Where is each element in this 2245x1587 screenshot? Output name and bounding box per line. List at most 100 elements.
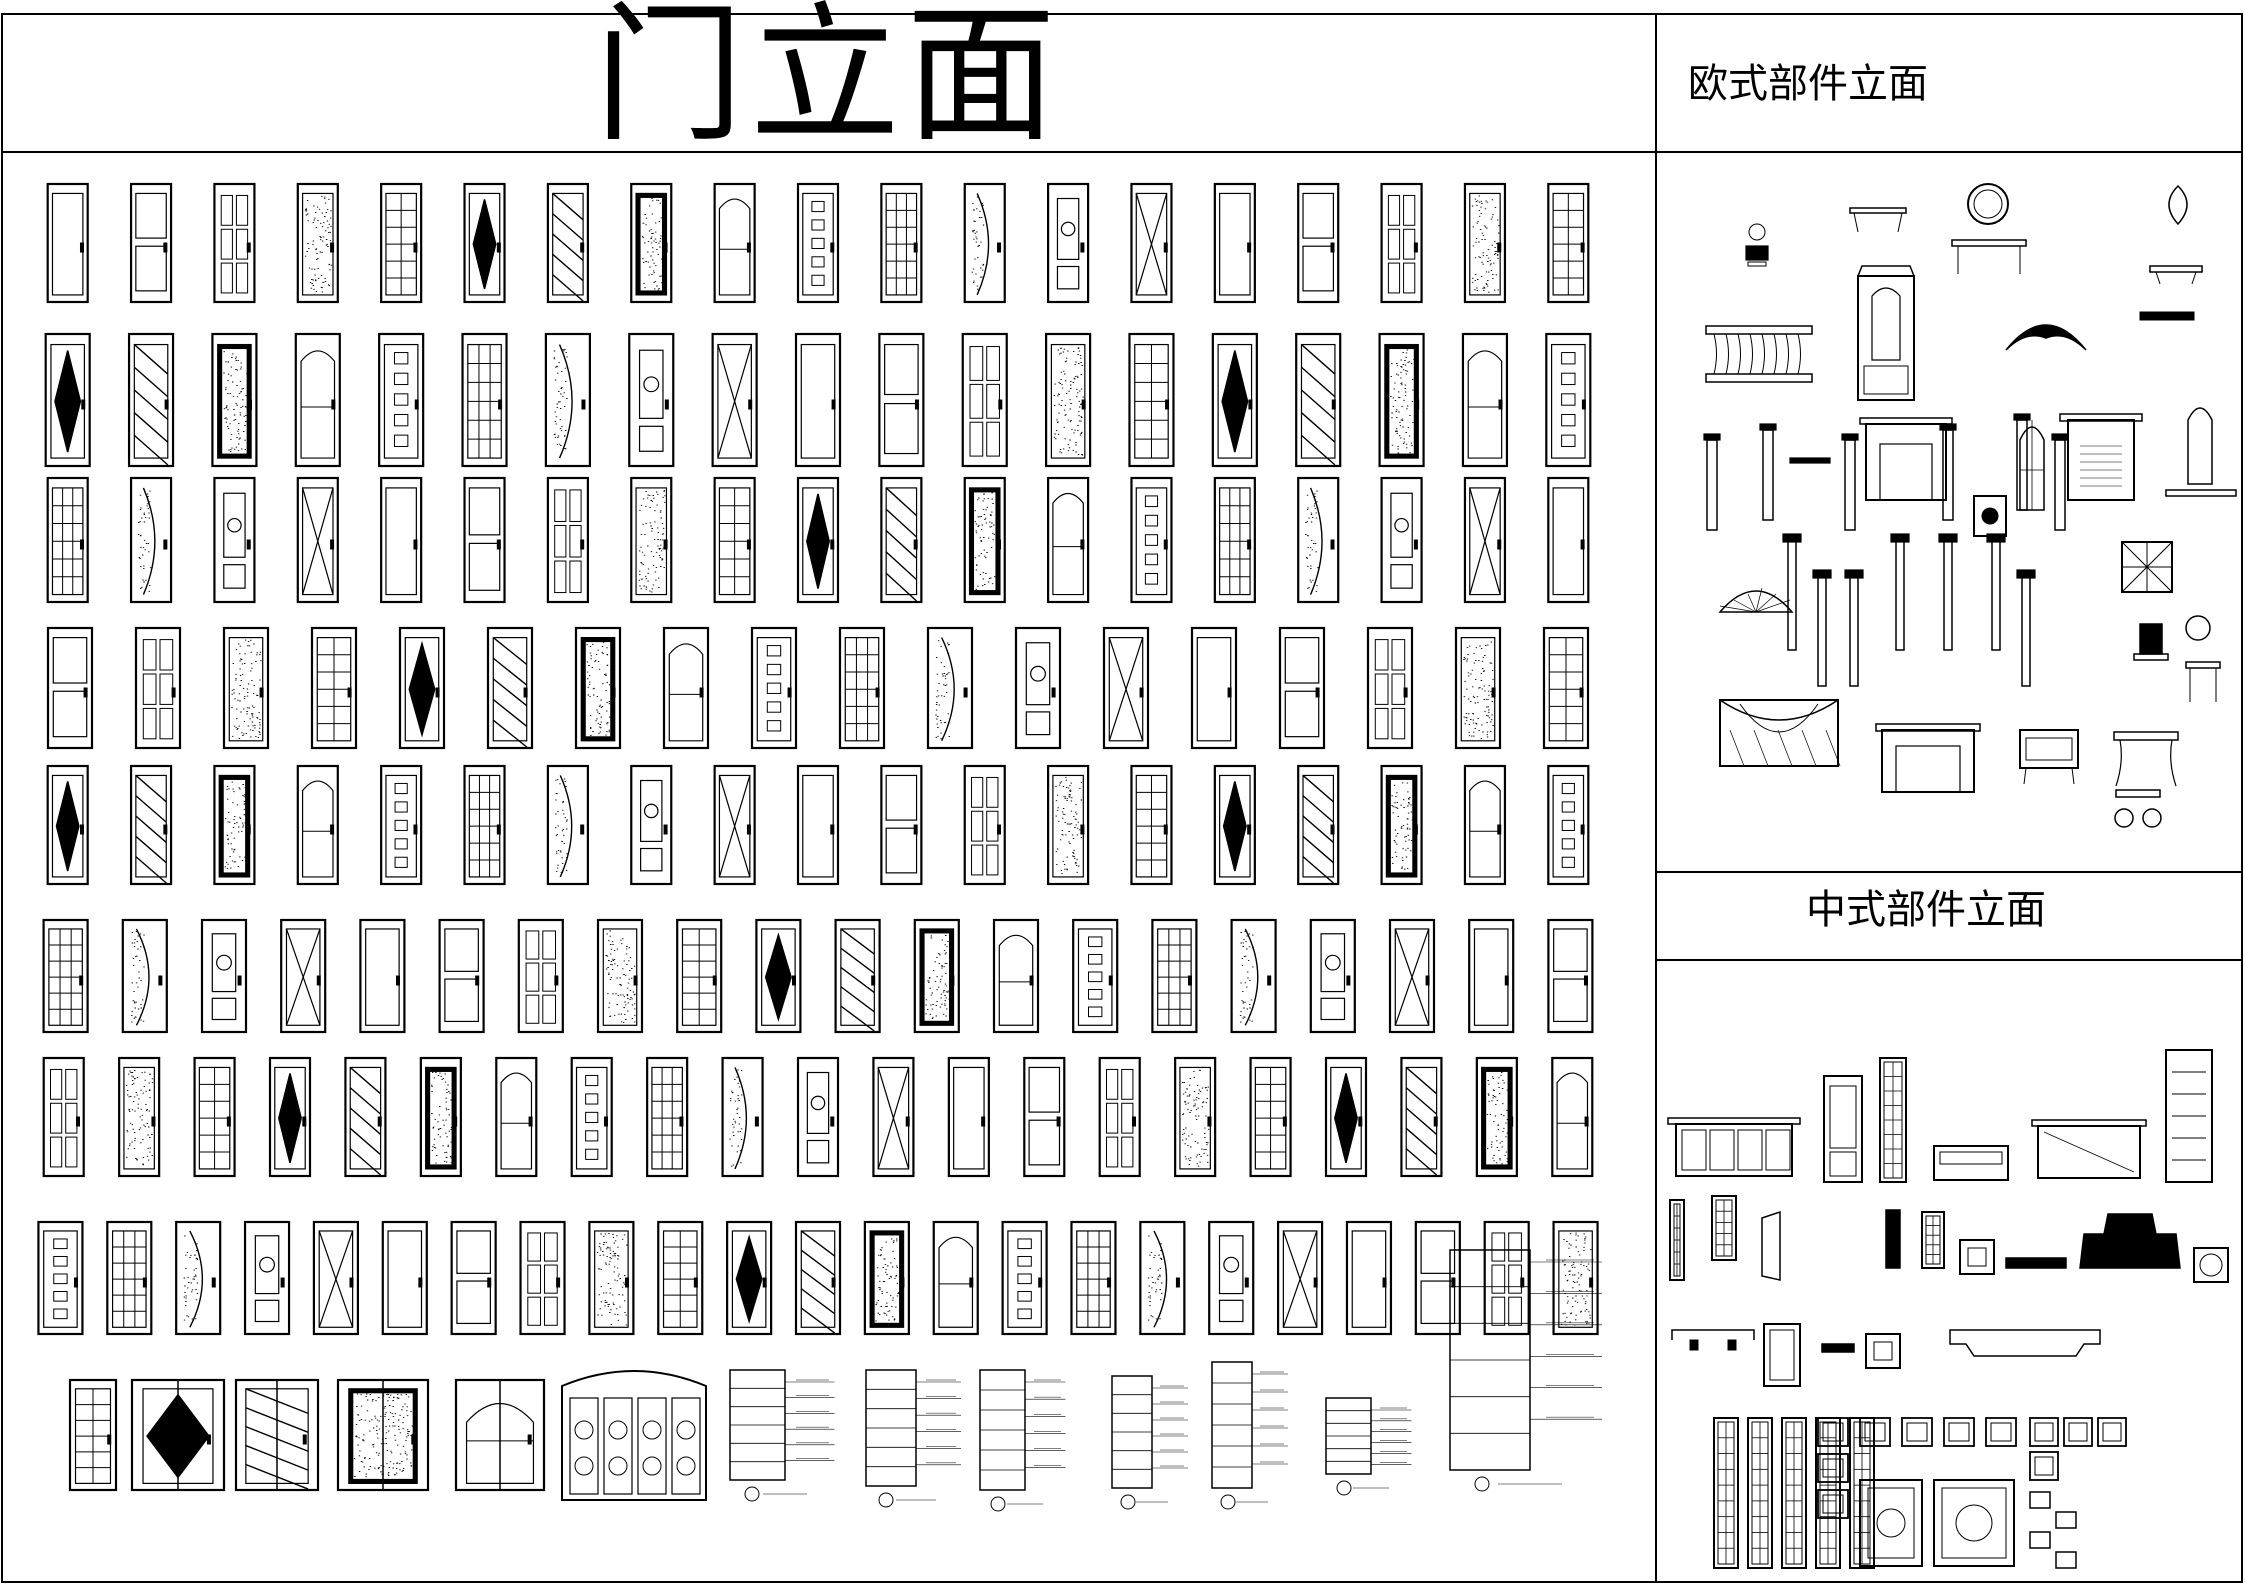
main-title: 门立面 [593, 0, 1062, 163]
door-elevation [570, 1056, 613, 1178]
door-elevation [872, 1056, 915, 1178]
door-elevation [1547, 182, 1590, 304]
door-elevation [129, 182, 173, 304]
door-elevation [1128, 332, 1175, 468]
door-elevation [662, 626, 710, 750]
door-elevation [1454, 626, 1502, 750]
door-elevation [222, 626, 270, 750]
door-elevation [118, 1056, 161, 1178]
door-elevation [1072, 918, 1119, 1034]
door-elevation [211, 332, 258, 468]
door-elevation [37, 1220, 84, 1336]
door-elevation [913, 918, 960, 1034]
door-elevation [213, 476, 256, 604]
door-elevation [1552, 1220, 1599, 1336]
door-elevation [863, 1220, 910, 1336]
door-elevation [1309, 918, 1356, 1034]
door-elevation [1297, 476, 1340, 604]
door-elevation [1297, 764, 1340, 886]
door-elevation [1047, 182, 1090, 304]
door-elevation [1463, 182, 1507, 304]
door-elevation [243, 1220, 291, 1336]
door-elevation [1047, 476, 1090, 604]
door-elevation [380, 476, 423, 604]
door-elevation [450, 1220, 497, 1336]
door-elevation [1213, 476, 1256, 604]
door-elevation [1400, 1056, 1443, 1178]
door-elevation [630, 764, 673, 886]
door-elevation [1547, 476, 1590, 604]
door-elevation [1130, 764, 1173, 886]
section-detail [729, 1369, 835, 1502]
door-elevation [574, 626, 622, 750]
door-elevation [834, 918, 881, 1034]
door-elevation [1461, 332, 1509, 468]
door-elevation [1139, 1220, 1186, 1336]
door-elevation [1380, 764, 1423, 886]
door-elevation [932, 1220, 979, 1336]
door-elevation [796, 476, 840, 604]
door-elevation [1378, 332, 1425, 468]
door-elevation [1098, 1056, 1141, 1178]
door-elevation [646, 1056, 689, 1178]
door-elevation [838, 626, 886, 750]
european-components-panel [1703, 183, 2237, 828]
door-elevation-grid [37, 182, 1599, 1501]
door-elevation [419, 1056, 462, 1178]
door-elevation [1366, 626, 1414, 750]
door-elevation [294, 332, 341, 468]
door-elevation [992, 918, 1040, 1034]
door-elevation [726, 1220, 773, 1336]
door-elevation [1297, 182, 1340, 304]
door-elevation [1045, 332, 1092, 468]
door-elevation [134, 626, 182, 750]
door-elevation [398, 626, 446, 750]
door-elevation [963, 764, 1006, 886]
door-elevation [310, 626, 358, 750]
door-elevation [1295, 332, 1342, 468]
door-elevation [1463, 476, 1507, 604]
door-elevation [1388, 918, 1436, 1034]
door-elevation [1151, 918, 1198, 1034]
door-elevation [1174, 1056, 1217, 1178]
door-elevation [796, 764, 840, 886]
door-elevation [1551, 1056, 1594, 1178]
construction-detail-drawings [729, 1249, 1602, 1512]
door-elevation [213, 764, 256, 886]
door-elevation [438, 918, 485, 1034]
door-elevation [268, 1056, 312, 1178]
door-elevation [1463, 764, 1507, 886]
door-elevation [1414, 1220, 1461, 1336]
door-elevation [1345, 1220, 1393, 1336]
door-elevation [880, 476, 923, 604]
door-elevation [1213, 764, 1256, 886]
section-detail [865, 1369, 961, 1508]
door-elevation [878, 332, 925, 468]
door-elevation [378, 332, 425, 468]
door-elevation [517, 918, 564, 1034]
door-elevation [1047, 764, 1090, 886]
section-detail [979, 1369, 1066, 1512]
door-elevation [121, 918, 168, 1034]
door-elevation [657, 1220, 704, 1336]
door-elevation [1324, 1056, 1368, 1178]
door-elevation [630, 182, 673, 304]
door-elevation [296, 476, 339, 604]
door-elevation [713, 182, 756, 304]
door-elevation [796, 182, 840, 304]
door-elevation [1102, 626, 1150, 750]
door-elevation [461, 332, 508, 468]
door-elevation [963, 476, 1006, 604]
door-elevation [711, 332, 758, 468]
door-elevation [1380, 476, 1423, 604]
door-elevation [947, 1056, 990, 1178]
door-elevation [1211, 332, 1258, 468]
european-components-title: 欧式部件立面 [1688, 61, 1928, 107]
door-elevation [463, 476, 506, 604]
door-elevation [200, 918, 248, 1034]
door-elevation [1380, 182, 1423, 304]
door-elevation [1130, 182, 1173, 304]
section-detail [1325, 1397, 1412, 1496]
section-detail [1449, 1249, 1602, 1492]
